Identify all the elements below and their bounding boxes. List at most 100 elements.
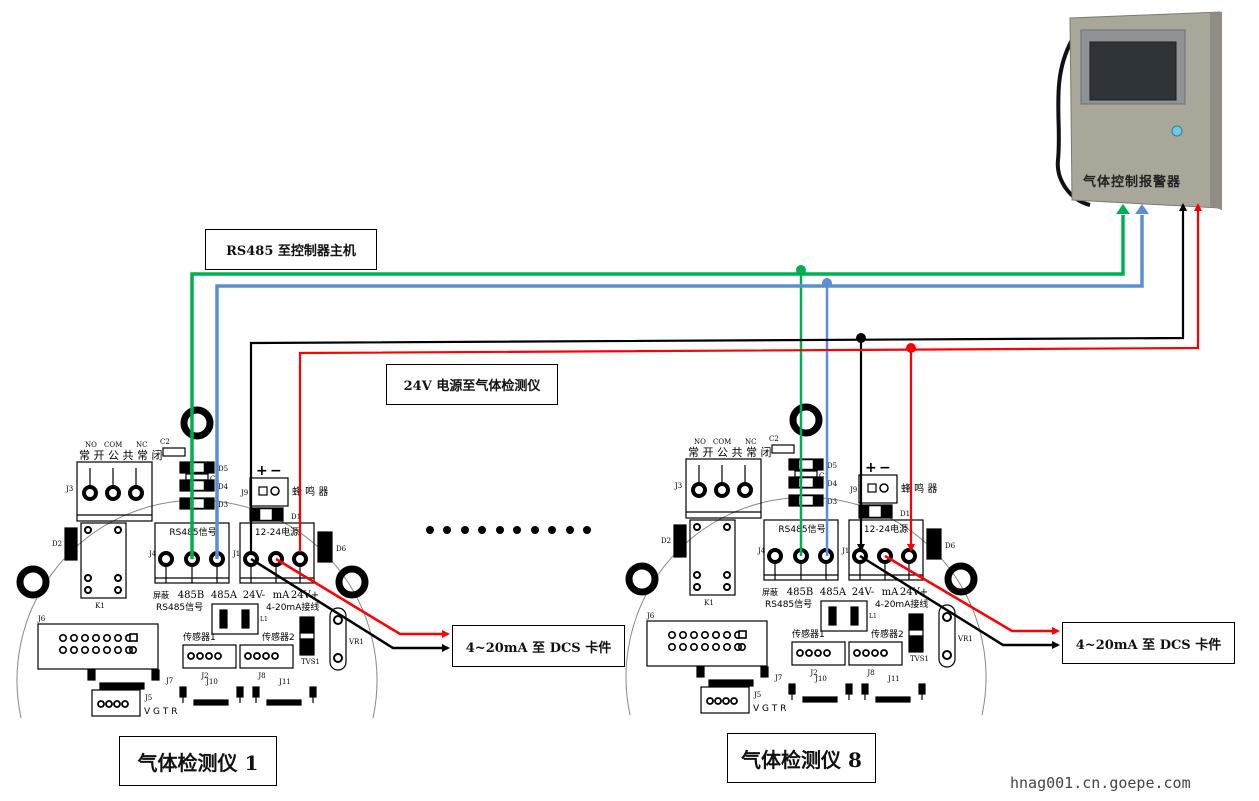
tvs-mid xyxy=(299,632,315,640)
sensor-2-label: 传感器2 xyxy=(262,631,295,643)
j6-pin xyxy=(689,642,698,651)
diode-body xyxy=(189,498,205,509)
ref-d5: D5 xyxy=(827,462,837,470)
pin-ma-label: mA xyxy=(882,587,899,598)
sensor-2-connector-j8 xyxy=(848,641,903,666)
diode-body xyxy=(798,477,814,488)
ref-j1: J1 xyxy=(232,550,240,558)
relay-nc-label: NC xyxy=(745,438,756,446)
j7-pad xyxy=(760,666,769,678)
capacitor-c1 xyxy=(185,473,209,481)
fpc-pins xyxy=(802,696,838,703)
ref-d5: D5 xyxy=(218,465,228,473)
ref-d3: D3 xyxy=(218,501,228,509)
wire-rs485-b xyxy=(190,215,1125,559)
sensor-pin xyxy=(862,649,870,657)
ref-d4: D4 xyxy=(827,480,838,488)
j7-pins xyxy=(708,679,754,687)
relay-contacts-label: 常 开 公 共 常 闭 xyxy=(688,446,771,459)
j6-pin xyxy=(737,642,746,651)
potentiometer-vr1 xyxy=(329,607,347,671)
ref-j9: J9 xyxy=(849,486,857,494)
wire-power-negative xyxy=(249,203,1187,552)
mounting-hole-left xyxy=(16,565,50,599)
terminal-screw xyxy=(691,482,707,498)
mounting-hole-right xyxy=(335,565,369,599)
j6-pin xyxy=(722,642,731,651)
ref-j4: J4 xyxy=(148,550,157,558)
power-box-title: 12-24电源 xyxy=(864,523,908,535)
terminal-screw xyxy=(82,485,98,501)
fpc-pins xyxy=(266,699,302,706)
wire-ma-output-1 xyxy=(275,557,450,638)
buzzer-pin xyxy=(867,483,877,493)
sensor-2-label: 传感器2 xyxy=(871,628,904,640)
fpc-pins xyxy=(875,696,911,703)
sensor-1-connector-j2 xyxy=(791,641,846,666)
fpc-pad xyxy=(918,683,926,695)
sensor-pin xyxy=(871,649,879,657)
terminal-screw xyxy=(292,551,308,567)
diode-d6 xyxy=(317,531,333,563)
j6-pin xyxy=(114,633,123,642)
j6-pin xyxy=(58,645,67,654)
ref-j1: J1 xyxy=(841,547,849,555)
relay-pin xyxy=(693,523,701,531)
ref-j10: J10 xyxy=(814,675,827,683)
ref-d6: D6 xyxy=(336,545,347,553)
inductor-coil xyxy=(828,606,837,626)
ellipsis-dot xyxy=(495,526,504,534)
j6-pin xyxy=(129,645,138,654)
j6-pin xyxy=(92,645,101,654)
ref-j7: J7 xyxy=(774,674,782,682)
diode-body xyxy=(259,508,273,521)
terminal-screw xyxy=(714,482,730,498)
inductor-l1 xyxy=(820,600,868,632)
j6-pin xyxy=(114,645,123,654)
vr1-pin xyxy=(942,650,952,660)
capacitor-c2 xyxy=(162,447,186,457)
ref-vr1: VR1 xyxy=(348,638,364,646)
ellipsis-dot xyxy=(460,526,469,534)
j6-pin xyxy=(58,633,67,642)
ref-d2: D2 xyxy=(661,537,671,545)
buzzer-terminal-j9 xyxy=(858,474,898,504)
arrow-up-icon xyxy=(1116,204,1130,214)
ref-l1: L1 xyxy=(260,616,268,623)
diode-body xyxy=(189,480,205,491)
j5-pin xyxy=(706,697,714,705)
pin-shield-label: 屏蔽 xyxy=(153,590,169,600)
ref-j9: J9 xyxy=(240,489,248,497)
wire-ma-return-8 xyxy=(859,554,1060,649)
relay-terminal-j3 xyxy=(685,458,762,519)
j6-pin xyxy=(103,633,112,642)
ref-j8: J8 xyxy=(866,669,874,677)
j6-pin xyxy=(92,633,101,642)
diode-body xyxy=(189,462,205,473)
ref-k1: K1 xyxy=(704,599,714,607)
j5-pin xyxy=(105,700,113,708)
j5-pin xyxy=(714,697,722,705)
ellipsis-dot xyxy=(582,526,591,534)
relay-pin xyxy=(693,583,701,591)
vgtr-label: V G T R xyxy=(144,707,177,717)
sensor-pin xyxy=(196,652,204,660)
potentiometer-vr1 xyxy=(938,604,956,668)
sensor-pin xyxy=(205,652,213,660)
j6-pin xyxy=(70,645,79,654)
sensor-1-label: 传感器1 xyxy=(792,628,825,640)
ellipsis-dot xyxy=(478,526,487,534)
diode-body xyxy=(798,459,814,470)
sensor-pin xyxy=(814,649,822,657)
fpc-pad xyxy=(252,686,260,698)
terminal-screw xyxy=(105,485,121,501)
buzzer-terminal-j9 xyxy=(249,477,289,507)
connector-j6 xyxy=(37,623,159,670)
j5-pin xyxy=(113,700,121,708)
ref-j3: J3 xyxy=(65,485,73,493)
ref-c2: C2 xyxy=(769,435,779,443)
j6-pin xyxy=(667,642,676,651)
ref-c2: C2 xyxy=(160,438,170,446)
